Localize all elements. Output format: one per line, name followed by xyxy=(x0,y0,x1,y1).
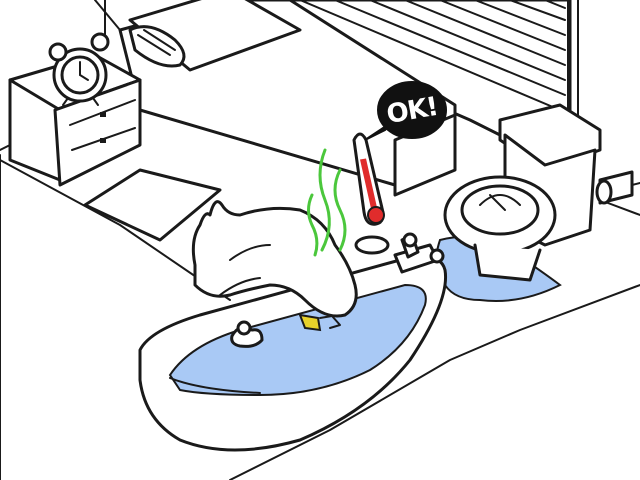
toilet xyxy=(443,103,602,282)
stink-lines xyxy=(307,148,347,257)
alarm-clock-icon xyxy=(48,32,110,106)
bath-water xyxy=(168,283,427,397)
thermometer-bulb xyxy=(367,206,385,224)
nightstand xyxy=(8,53,142,187)
soap-icon[interactable] xyxy=(354,235,390,255)
bath-mat xyxy=(83,168,222,242)
rubber-duck-icon[interactable] xyxy=(230,320,264,348)
speech-bubble: OK! xyxy=(364,81,447,141)
thermometer-icon xyxy=(352,132,385,226)
toilet-paper-icon xyxy=(595,170,640,205)
thermometer-fill xyxy=(360,158,378,213)
faucet[interactable] xyxy=(393,232,445,274)
goose-bill xyxy=(298,313,322,332)
